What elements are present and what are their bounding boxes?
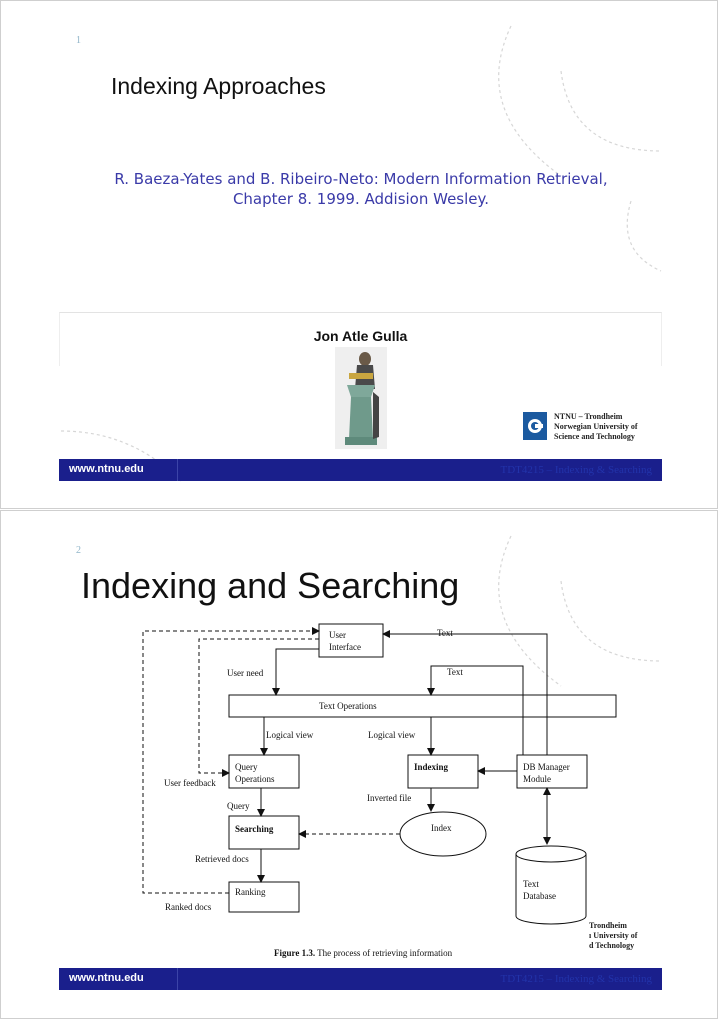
footer-url: www.ntnu.edu [69, 463, 144, 475]
ntnu-line2: Norwegian University of [554, 422, 638, 431]
slide-2: 2 Indexing and Searching [0, 510, 718, 1019]
author-name: Jon Atle Gulla [313, 328, 408, 344]
ntnu-logo-crop: Trondheim ı University of d Technology [589, 921, 637, 951]
retrieved-docs-label: Retrieved docs [195, 854, 249, 864]
figure-caption: Figure 1.3. The process of retrieving in… [274, 948, 453, 958]
index-ellipse [399, 811, 487, 857]
text-top-label: Text [437, 628, 453, 638]
text-to-ops-arrow [427, 665, 524, 755]
author-box: Jon Atle Gulla [59, 312, 662, 366]
logical-view-right-label: Logical view [368, 730, 416, 740]
indexing-label: Indexing [414, 762, 449, 772]
crop-line3: d Technology [589, 941, 635, 950]
db-manager-label-2: Module [523, 774, 551, 784]
user-need-arrow [272, 648, 319, 696]
ranked-docs-feedback-arrow [142, 627, 320, 894]
text-mid-label: Text [447, 667, 463, 677]
query-label: Query [227, 801, 250, 811]
slide-number: 1 [76, 35, 81, 46]
user-interface-box [318, 623, 384, 658]
text-database-cylinder [515, 854, 587, 925]
text-operations-box [228, 694, 617, 718]
query-operations-label-1: Query [235, 762, 258, 772]
searching-label: Searching [235, 824, 274, 834]
ranking-label: Ranking [235, 887, 266, 897]
text-operations-label: Text Operations [319, 701, 377, 711]
footer-bar: www.ntnu.edu TDT4215 – Indexing & Search… [59, 968, 662, 990]
caption-bold: Figure 1.3. [274, 948, 315, 958]
text-database-label-2: Database [523, 891, 556, 901]
ui-label-2: Interface [329, 642, 361, 652]
crop-line1: Trondheim [589, 921, 627, 930]
index-label: Index [431, 823, 452, 833]
inverted-file-label: Inverted file [367, 793, 411, 803]
footer-course: TDT4215 – Indexing & Searching [500, 464, 652, 476]
lecturer-clipart [335, 347, 387, 449]
ui-label-1: User [329, 630, 346, 640]
db-manager-label-1: DB Manager [523, 762, 570, 772]
query-operations-label-2: Operations [235, 774, 275, 784]
user-feedback-arrow [198, 638, 319, 777]
ntnu-logo-text: NTNU – Trondheim Norwegian University of… [554, 412, 638, 442]
crop-line2: ı University of [589, 931, 638, 940]
decorative-arcs [60, 25, 662, 482]
slide-title: Indexing Approaches [111, 73, 326, 99]
reference-line-2: Chapter 8. 1999. Addision Wesley. [232, 190, 490, 208]
text-to-ui-arrow [382, 630, 548, 755]
user-need-label: User need [227, 668, 264, 678]
slide-1: 1 Indexing Approaches R. Baeza-Yates and… [0, 0, 718, 509]
ntnu-logo-icon [523, 412, 547, 440]
reference-line-1: R. Baeza-Yates and B. Ribeiro-Neto: Mode… [114, 170, 608, 188]
user-feedback-label: User feedback [164, 778, 216, 788]
footer-course: TDT4215 – Indexing & Searching [500, 973, 652, 985]
slide-title: Indexing and Searching [81, 565, 460, 606]
text-database-label-1: Text [523, 879, 539, 889]
slide-number: 2 [76, 545, 81, 556]
footer-divider [177, 968, 178, 990]
ranked-docs-label: Ranked docs [165, 902, 212, 912]
footer-url: www.ntnu.edu [69, 972, 144, 984]
footer-divider [177, 459, 178, 481]
decorative-arcs [498, 535, 662, 687]
ntnu-name: NTNU – Trondheim [554, 412, 623, 421]
logical-view-left-label: Logical view [266, 730, 314, 740]
ntnu-line3: Science and Technology [554, 432, 635, 441]
retrieval-process-diagram: User Interface Text Text User need Text … [142, 623, 617, 958]
footer-bar: www.ntnu.edu TDT4215 – Indexing & Search… [59, 459, 662, 481]
caption-rest: The process of retrieving information [315, 948, 453, 958]
